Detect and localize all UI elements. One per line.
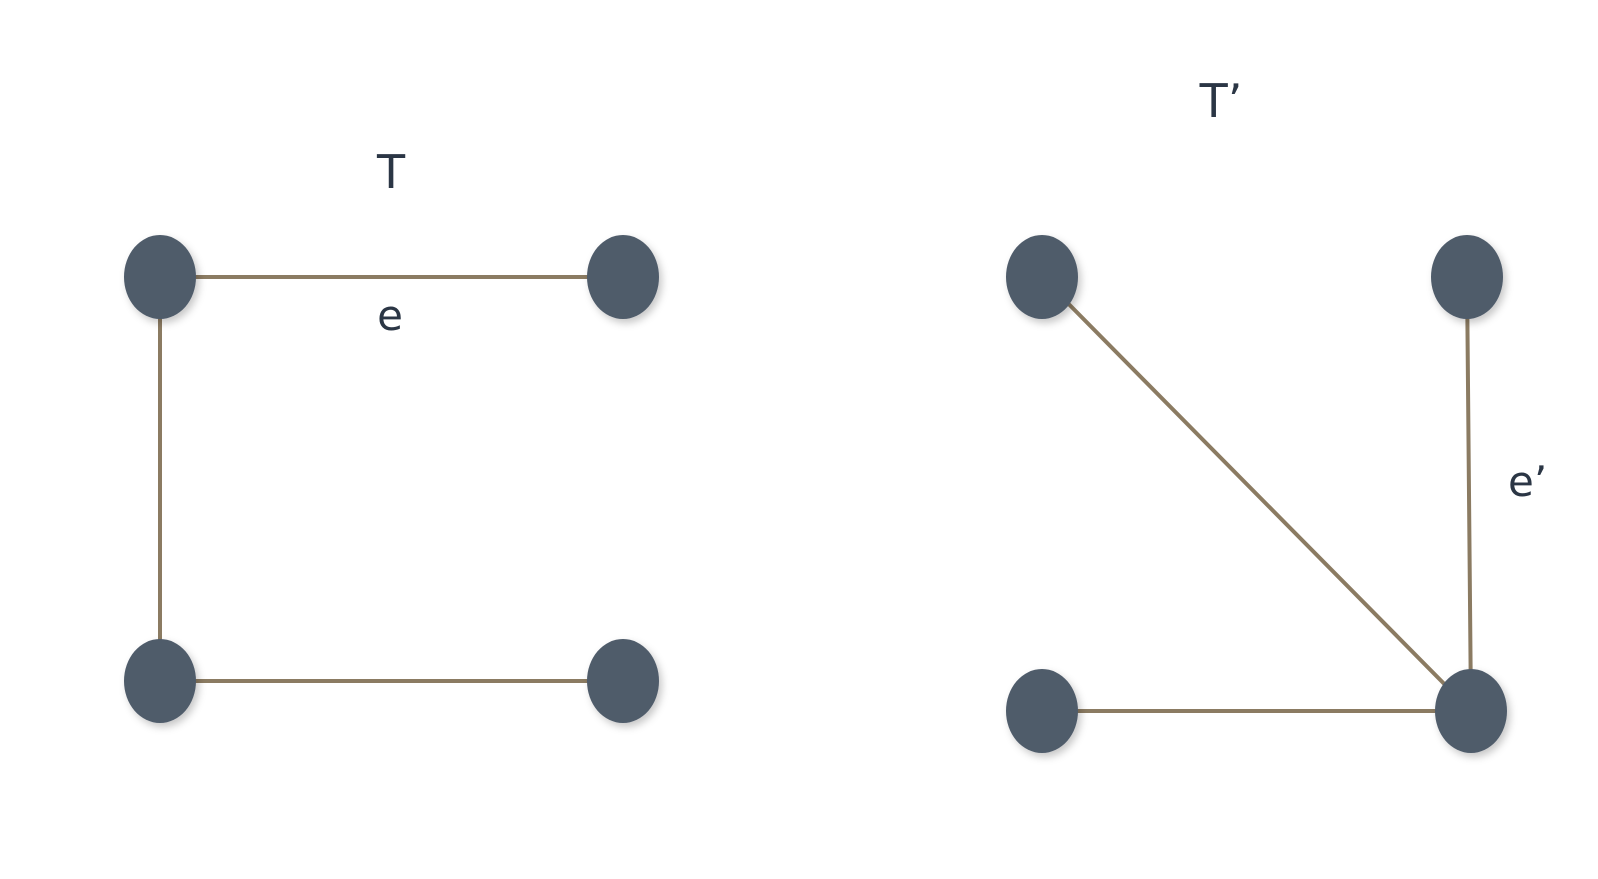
graph-t-node-top-left bbox=[124, 235, 196, 319]
graph-t-prime-title: T’ bbox=[1199, 74, 1243, 128]
graph-t-prime-edge-e-prime bbox=[1465, 275, 1473, 713]
graph-t-node-bottom-left bbox=[124, 639, 196, 723]
graph-t-prime-edge-diagonal bbox=[1040, 275, 1473, 713]
graph-t-prime-node-bottom-left bbox=[1006, 669, 1078, 753]
graph-t-prime-node-bottom-right bbox=[1435, 669, 1507, 753]
graph-t-prime: T’ e’ bbox=[1006, 74, 1547, 753]
graph-t-prime-edge-label-e-prime: e’ bbox=[1508, 457, 1547, 506]
graph-t-node-top-right bbox=[587, 235, 659, 319]
graph-t-edge-label-e: e bbox=[377, 291, 403, 340]
graph-t-prime-node-top-right bbox=[1431, 235, 1503, 319]
graph-t: T e bbox=[124, 145, 659, 723]
graph-t-title: T bbox=[376, 145, 406, 199]
graph-t-node-bottom-right bbox=[587, 639, 659, 723]
graph-t-prime-node-top-left bbox=[1006, 235, 1078, 319]
